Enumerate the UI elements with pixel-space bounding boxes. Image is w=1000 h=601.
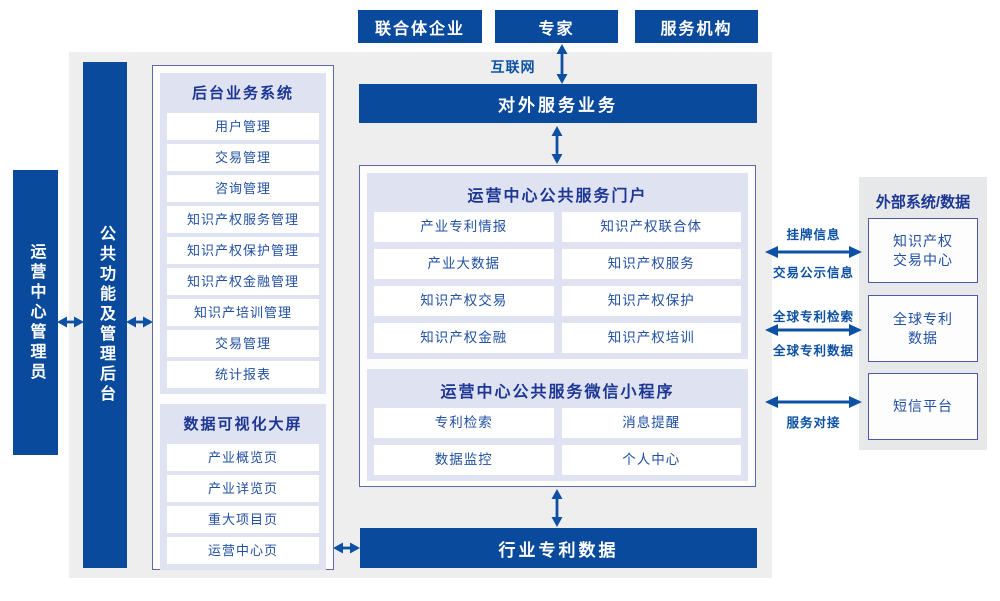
backend-functions-bar: 公共功能及管理后台 [83, 62, 127, 568]
backend-system-title: 后台业务系统 [191, 85, 294, 102]
portal-item: 知识产权联合体 [561, 212, 741, 242]
portal-section: 运营中心公共服务门户 产业专利情报 知识产权联合体 产业大数据 知识产权服务 知… [367, 173, 748, 359]
portal-item: 知识产权培训 [561, 323, 741, 353]
external-system-label: 短信平台 [893, 398, 953, 414]
sms-double-arrow-icon [765, 394, 862, 410]
link-label-top: 全球专利检索 [772, 310, 854, 324]
dashboard-title: 数据可视化大屏 [183, 416, 303, 433]
internet-label: 互联网 [490, 59, 536, 75]
miniprogram-title: 运营中心公共服务微信小程序 [440, 384, 675, 401]
backend-system-panel: 后台业务系统 用户管理 交易管理 咨询管理 知识产权服务管理 知识产权保护管理 … [152, 65, 334, 570]
backend-item: 知识产培训管理 [167, 299, 319, 326]
industry-patent-data-bar: 行业专利数据 [360, 528, 757, 568]
portal-item: 知识产权交易 [374, 286, 554, 316]
global-patent-double-arrow-icon [765, 322, 862, 338]
internet-double-arrow-icon [554, 44, 570, 84]
actor-box-expert: 专家 [495, 10, 618, 43]
actor-box-consortium: 联合体企业 [358, 10, 482, 43]
link-label-bottom: 服务对接 [786, 416, 841, 430]
miniprogram-item: 消息提醒 [561, 408, 741, 438]
backend-item: 用户管理 [167, 113, 319, 140]
dashboard-item: 产业概览页 [167, 444, 319, 471]
backend-item: 知识产权保护管理 [167, 237, 319, 264]
external-system-label: 全球专利 数据 [893, 310, 953, 346]
portal-item: 产业大数据 [374, 249, 554, 279]
actor-label: 联合体企业 [374, 20, 465, 38]
backend-item: 统计报表 [167, 361, 319, 388]
actor-label: 服务机构 [660, 20, 733, 38]
miniprogram-item: 个人中心 [561, 445, 741, 475]
backend-item: 知识产权服务管理 [167, 206, 319, 233]
actor-label: 专家 [538, 20, 575, 38]
backend-item: 交易管理 [167, 144, 319, 171]
backend-bar-label: 公共功能及管理后台 [97, 225, 114, 405]
miniprogram-section: 运营中心公共服务微信小程序 专利检索 消息提醒 数据监控 个人中心 [367, 369, 748, 481]
portal-panel: 运营中心公共服务门户 产业专利情报 知识产权联合体 产业大数据 知识产权服务 知… [359, 165, 756, 487]
dashboard-item: 重大项目页 [167, 506, 319, 533]
portal-industry-double-arrow-icon [549, 489, 565, 527]
admin-label: 运营中心管理员 [27, 242, 45, 383]
miniprogram-item: 数据监控 [374, 445, 554, 475]
link-label-top: 挂牌信息 [786, 228, 841, 242]
external-system-label: 知识产权 交易中心 [893, 232, 953, 268]
backend-item: 知识产权金融管理 [167, 268, 319, 295]
dashboard-item: 产业详览页 [167, 475, 319, 502]
portal-title: 运营中心公共服务门户 [467, 188, 648, 205]
miniprogram-item: 专利检索 [374, 408, 554, 438]
external-system-box-trade-center: 知识产权 交易中心 [868, 218, 978, 283]
actor-box-service-org: 服务机构 [635, 10, 758, 43]
admin-backend-double-arrow-icon [57, 314, 84, 330]
portal-item: 知识产权保护 [561, 286, 741, 316]
service-portal-double-arrow-icon [549, 126, 565, 164]
dashboard-item: 运营中心页 [167, 537, 319, 564]
trade-center-double-arrow-icon [765, 244, 862, 260]
backend-item: 交易管理 [167, 330, 319, 357]
backend-panel-double-arrow-icon [126, 314, 153, 330]
external-systems-panel: 外部系统/数据 知识产权 交易中心 全球专利 数据 短信平台 [859, 177, 987, 450]
dashboard-section: 数据可视化大屏 产业概览页 产业详览页 重大项目页 运营中心页 [160, 404, 326, 570]
external-systems-title: 外部系统/数据 [875, 194, 971, 211]
portal-item: 知识产权服务 [561, 249, 741, 279]
bar-label: 行业专利数据 [498, 540, 619, 560]
link-label-bottom: 全球专利数据 [772, 344, 854, 358]
link-label-bottom: 交易公示信息 [772, 266, 854, 280]
external-service-bar: 对外服务业务 [359, 84, 757, 123]
panel-industry-double-arrow-icon [333, 540, 360, 556]
operation-admin-box: 运营中心管理员 [13, 170, 58, 455]
portal-item: 产业专利情报 [374, 212, 554, 242]
backend-item: 咨询管理 [167, 175, 319, 202]
external-system-box-global-patent: 全球专利 数据 [868, 295, 978, 362]
bar-label: 对外服务业务 [498, 96, 618, 115]
portal-item: 知识产权金融 [374, 323, 554, 353]
external-system-box-sms: 短信平台 [868, 373, 978, 440]
backend-system-section: 后台业务系统 用户管理 交易管理 咨询管理 知识产权服务管理 知识产权保护管理 … [160, 73, 326, 394]
